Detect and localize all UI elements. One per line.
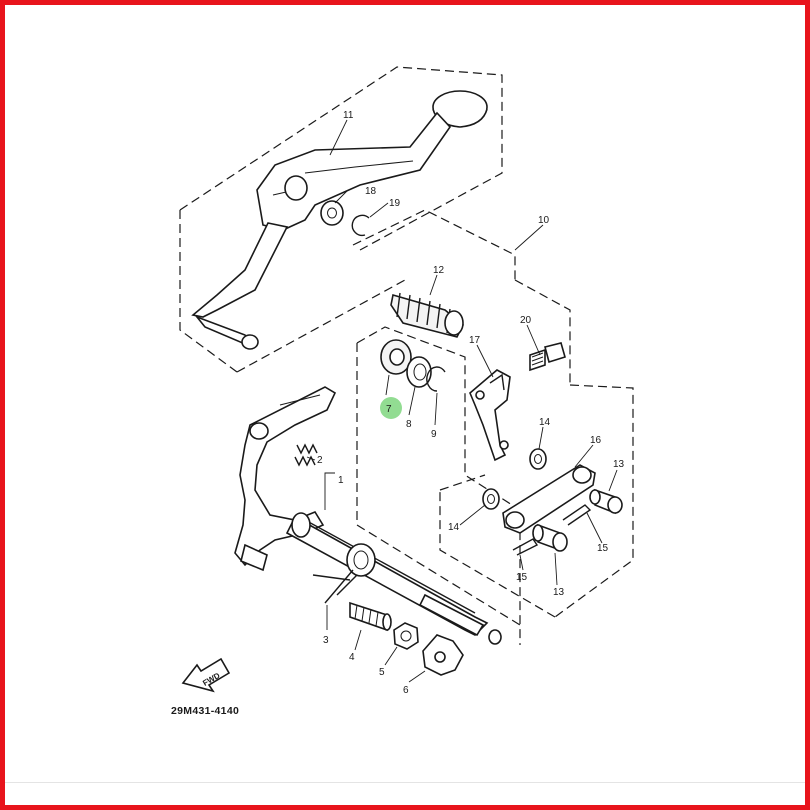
plate-6	[422, 634, 464, 676]
callout-8: 8	[406, 419, 412, 430]
exploded-parts-diagram: 11 18 19 10 12 20 17 7 8 9 14 16 13 14 1…	[171, 66, 634, 717]
pedal-arm	[191, 90, 488, 350]
washer-14-upper	[529, 448, 547, 470]
washer-14-lower	[482, 488, 500, 510]
callout-14-upper: 14	[539, 417, 551, 428]
callout-19: 19	[389, 198, 401, 209]
lever-arm-17	[469, 369, 511, 462]
cotter-pin-15-upper	[562, 504, 592, 526]
callout-15-lower: 15	[516, 572, 528, 583]
link-plate-16	[502, 464, 596, 534]
callout-3: 3	[323, 635, 329, 646]
pin-13-upper	[589, 488, 623, 515]
callout-10: 10	[538, 215, 550, 226]
forward-arrow: FWD	[181, 657, 231, 693]
callout-leaders	[306, 119, 618, 683]
callout-13-upper: 13	[613, 459, 625, 470]
callout-6: 6	[403, 685, 409, 696]
callout-1: 1	[338, 475, 344, 486]
callout-16: 16	[590, 435, 602, 446]
shift-shaft-1	[234, 386, 502, 645]
stud-bolt-4	[349, 601, 392, 632]
callout-20: 20	[520, 315, 532, 326]
callout-14-lower: 14	[448, 522, 460, 533]
callout-11: 11	[343, 110, 354, 121]
cotter-pin-15-lower	[512, 538, 539, 556]
callout-12: 12	[433, 265, 445, 276]
bolt-20	[529, 342, 566, 372]
washer-18	[320, 200, 344, 226]
pedal-group-outline	[179, 66, 503, 373]
washer-8	[406, 356, 432, 388]
spring-2	[294, 443, 318, 467]
callout-18: 18	[365, 186, 377, 197]
pin-13-lower	[532, 523, 568, 552]
callout-5: 5	[379, 667, 385, 678]
clip-19	[351, 214, 370, 237]
bottom-divider	[5, 782, 805, 783]
callout-15-upper: 15	[597, 543, 609, 554]
callout-7: 7	[386, 404, 392, 415]
washer-7	[380, 339, 412, 375]
callout-9: 9	[431, 429, 437, 440]
nut-5	[393, 622, 419, 650]
callout-17: 17	[469, 335, 481, 346]
lever-group-outline	[352, 209, 634, 618]
callout-4: 4	[349, 652, 355, 663]
diagram-code: 29M431-4140	[171, 705, 239, 717]
torsion-spring-3	[312, 543, 376, 604]
callout-13-lower: 13	[553, 587, 565, 598]
callout-2: 2	[317, 455, 323, 466]
clip-9	[426, 366, 446, 392]
highlight-marker[interactable]	[380, 397, 402, 419]
callout-labels: 11 18 19 10 12 20 17 7 8 9 14 16 13 14 1…	[317, 110, 625, 696]
spring-12	[390, 292, 464, 338]
